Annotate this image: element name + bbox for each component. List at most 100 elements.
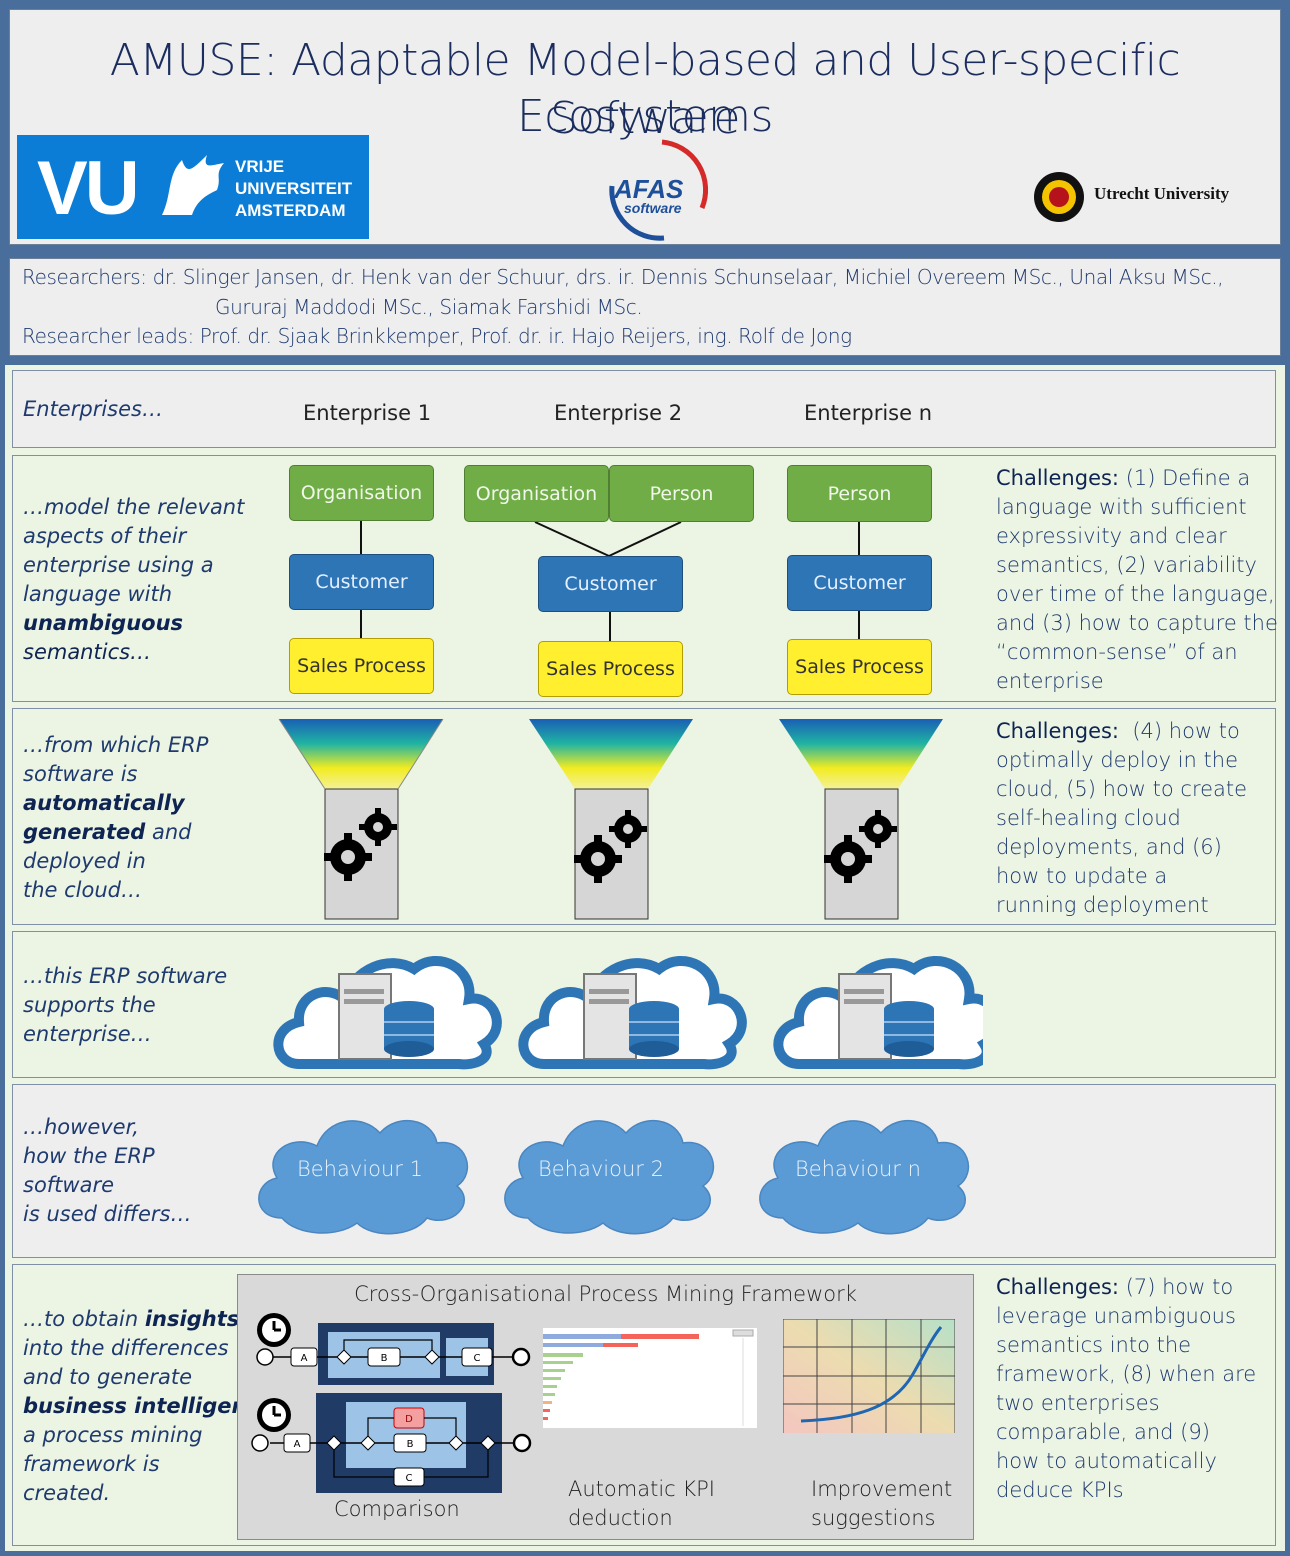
vu-logo-line3: AMSTERDAM (235, 201, 346, 220)
challenge-line: deduce KPIs (996, 1478, 1124, 1502)
challenge-line: framework, (8) when are (996, 1362, 1257, 1386)
vu-logo-line2: UNIVERSITEIT (235, 179, 353, 198)
challenge-line: two enterprises (996, 1391, 1160, 1415)
improvement-chart-thumbnail (783, 1319, 955, 1433)
insight-text-line: and to generate (23, 1365, 193, 1389)
enterprises-label: Enterprises… (23, 397, 163, 421)
funnel-n (779, 719, 943, 920)
insight-text-line: a process mining (23, 1423, 203, 1447)
support-row-text: …this ERP software supports the enterpri… (23, 962, 227, 1049)
erp-text-line: …from which ERP (23, 733, 209, 757)
challenge-line: semantics into the (996, 1333, 1192, 1357)
researchers-line1: Researchers: dr. Slinger Jansen, dr. Hen… (22, 265, 1224, 289)
model-text-line: unambiguous (23, 611, 184, 635)
behaviour-text-line: …however, (23, 1115, 139, 1139)
researcher-leads: Researcher leads: Prof. dr. Sjaak Brinkk… (22, 324, 852, 348)
challenge-line: how to automatically (996, 1449, 1217, 1473)
bpmn-comparison: A B C A B D C (251, 1313, 532, 1493)
uu-sun-icon (1034, 172, 1084, 222)
organisation-box: Organisation (289, 465, 434, 521)
vu-logo-short: VU (37, 146, 140, 231)
insight-challenges: Challenges: (7) how to leverage unambigu… (996, 1273, 1281, 1505)
improvement-caption: Improvement suggestions (811, 1475, 952, 1533)
afas-logo: AFAS software (602, 138, 712, 242)
sales-process-box: Sales Process (289, 638, 434, 694)
person-box: Person (609, 465, 754, 522)
page-title-line2: Ecosystems (517, 91, 773, 142)
challenge-line: Challenges: (7) how to (996, 1275, 1234, 1299)
enterprise-n-label: Enterprise n (804, 401, 933, 425)
kpi-caption-line: deduction (568, 1506, 673, 1530)
model-text-line: semantics… (23, 640, 152, 664)
connector-lines (534, 521, 682, 557)
person-box: Person (787, 465, 932, 522)
funnel-1 (278, 718, 444, 920)
kpi-chart-thumbnail (543, 1328, 757, 1428)
challenge-line: leverage unambiguous (996, 1304, 1236, 1328)
erp-row: …from which ERP software is automaticall… (12, 708, 1276, 925)
connector (609, 611, 611, 641)
insight-row: …to obtain insights into the differences… (12, 1264, 1276, 1546)
afas-swoosh-icon (609, 139, 709, 241)
challenge-line: comparable, and (9) (996, 1420, 1210, 1444)
cloud-server-icon (523, 961, 742, 1064)
cloud-servers (263, 942, 983, 1082)
insight-text-line: into the differences (23, 1336, 229, 1360)
model-challenges: Challenges: (1) Define a language with s… (996, 464, 1281, 696)
connector (360, 520, 362, 556)
model-text-line: …model the relevant (23, 495, 245, 519)
uu-logo-name: Utrecht University (1094, 184, 1230, 203)
customer-box: Customer (787, 555, 932, 611)
enterprise-2-label: Enterprise 2 (554, 401, 683, 425)
challenge-line: expressivity and clear (996, 524, 1227, 548)
uu-logo: Utrecht University (1032, 170, 1277, 224)
erp-challenges: Challenges: (4) how to optimally deploy … (996, 717, 1281, 920)
insight-text-line: …to obtain insights (23, 1307, 240, 1331)
behaviour-row-text: …however, how the ERP software is used d… (23, 1113, 191, 1229)
vu-logo-line1: VRIJE (235, 157, 285, 176)
connector (858, 520, 860, 556)
support-row: …this ERP software supports the enterpri… (12, 931, 1276, 1078)
model-row-text: …model the relevant aspects of their ent… (23, 493, 244, 667)
enterprise-1-label: Enterprise 1 (303, 401, 432, 425)
behaviour-text-line: software (23, 1173, 115, 1197)
connector (858, 609, 860, 640)
challenge-line: “common-sense” of an (996, 640, 1238, 664)
behaviour-row: …however, how the ERP software is used d… (12, 1084, 1276, 1258)
erp-text-line: software is (23, 762, 138, 786)
challenge-line: self-healing cloud (996, 806, 1181, 830)
challenge-line: over time of the language, (996, 582, 1275, 606)
vu-logo: VU VRIJE UNIVERSITEIT AMSTERDAM (17, 135, 369, 239)
enterprises-row: Enterprises… Enterprise 1 Enterprise 2 E… (12, 370, 1276, 448)
bpmn-task-b: B (407, 1439, 414, 1450)
gears-icon (324, 808, 397, 881)
erp-text-line: generated and (23, 820, 192, 844)
support-text-line: enterprise… (23, 1022, 152, 1046)
clock-icon (257, 1398, 291, 1432)
bpmn-task-c: C (474, 1353, 481, 1364)
funnels (278, 718, 943, 920)
challenge-line: optimally deploy in the (996, 748, 1238, 772)
cloud-server-icon (278, 961, 497, 1064)
bpmn-task-d: D (405, 1414, 413, 1425)
behaviour-text-line: is used differs… (23, 1202, 192, 1226)
customer-box: Customer (538, 556, 683, 612)
challenge-line: cloud, (5) how to create (996, 777, 1248, 801)
afas-logo-name: AFAS (614, 174, 684, 204)
support-text-line: …this ERP software (23, 964, 228, 988)
bpmn-task-b: B (381, 1353, 388, 1364)
connector (360, 609, 362, 639)
header-panel: AMUSE: Adaptable Model-based and User-sp… (9, 9, 1281, 245)
sales-process-box: Sales Process (538, 641, 683, 697)
challenge-line: language with sufficient (996, 495, 1247, 519)
challenge-line: how to update a (996, 864, 1168, 888)
challenge-line: running deployment (996, 893, 1209, 917)
researchers-panel: Researchers: dr. Slinger Jansen, dr. Hen… (9, 258, 1281, 356)
comparison-caption: Comparison (334, 1497, 460, 1521)
cloud-server-icon (778, 961, 983, 1064)
challenge-line: deployments, and (6) (996, 835, 1222, 859)
erp-text-line: deployed in (23, 849, 146, 873)
insight-text-line: created. (23, 1481, 111, 1505)
customer-box: Customer (289, 554, 434, 610)
researchers-line2: Gururaj Maddodi MSc., Siamak Farshidi MS… (215, 295, 643, 319)
